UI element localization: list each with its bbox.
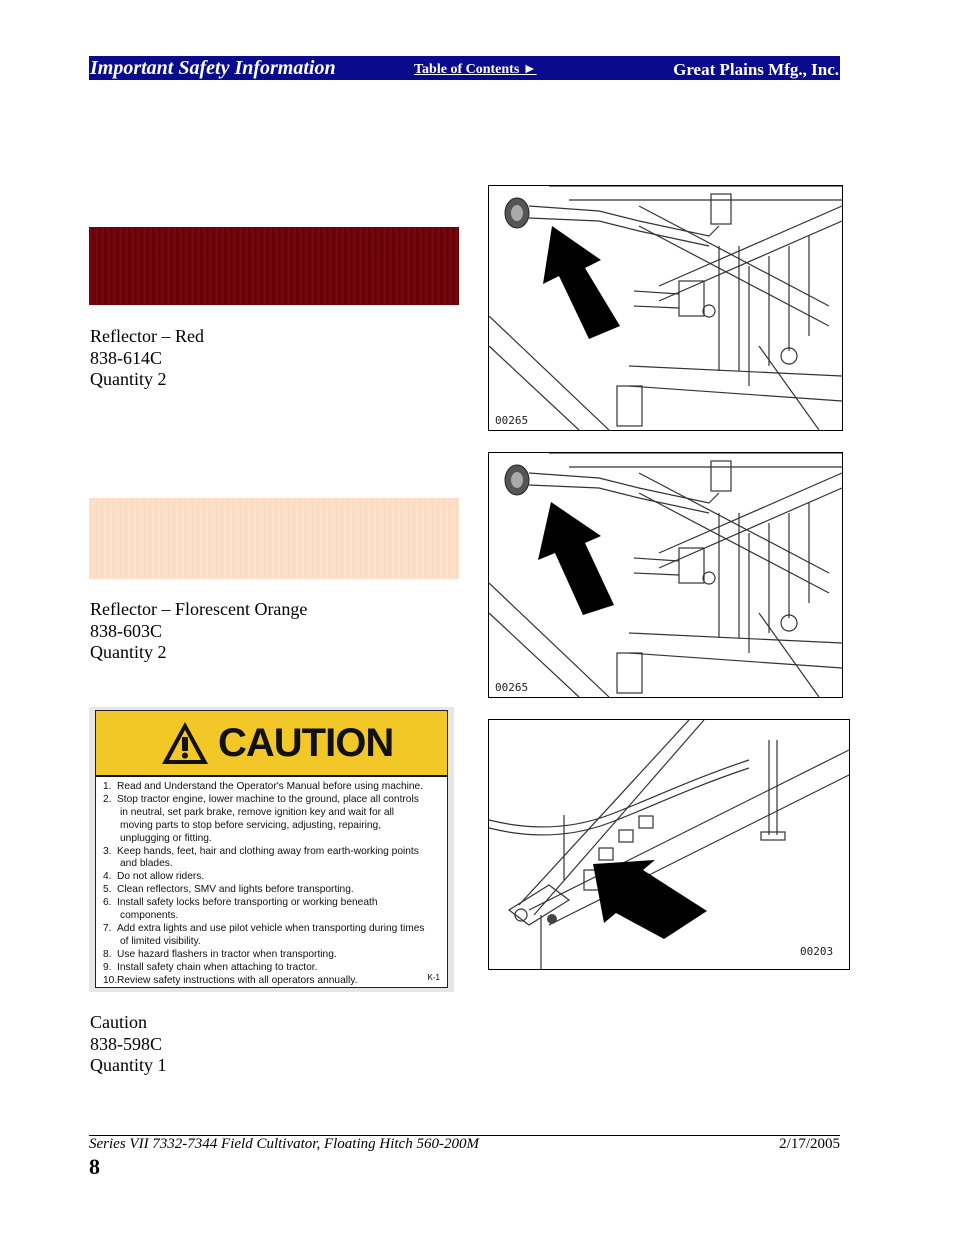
instruction-text: Do not allow riders. — [117, 871, 205, 883]
warning-triangle-icon — [162, 722, 208, 764]
caution-caption: Caution 838-598C Quantity 1 — [90, 1012, 167, 1077]
instruction-number: 3. — [103, 845, 112, 857]
decal-name: Caution — [90, 1012, 147, 1032]
caution-decal-location-figure: 00203 — [488, 719, 850, 970]
caution-instruction-line: 2. Stop tractor engine, lower machine to … — [103, 794, 425, 807]
decal-code: K-1 — [427, 973, 440, 982]
caution-decal-image: CAUTION 1. Read and Understand the Operat… — [89, 707, 454, 992]
instruction-number: 4. — [103, 871, 112, 883]
decal-part-number: 838-603C — [90, 620, 162, 641]
caution-instruction-line: moving parts to stop before servicing, a… — [103, 820, 425, 833]
decal-part-number: 838-614C — [90, 347, 162, 368]
caution-instruction-line: 9. Install safety chain when attaching to… — [103, 962, 425, 975]
instruction-text: Install safety locks before transporting… — [117, 897, 378, 909]
red-reflector-caption: Reflector – Red 838-614C Quantity 2 — [90, 326, 204, 391]
instruction-text: Clean reflectors, SMV and lights before … — [117, 884, 354, 896]
instruction-text: moving parts to stop before servicing, a… — [120, 819, 382, 831]
instruction-number: 7. — [103, 922, 112, 934]
instruction-text: Keep hands, feet, hair and clothing away… — [117, 845, 419, 857]
page-number: 8 — [89, 1154, 100, 1179]
decal-quantity: Quantity 2 — [90, 369, 167, 389]
footer-date: 2/17/2005 — [779, 1136, 840, 1152]
instruction-number: 9. — [103, 961, 112, 973]
caution-instruction-line: of limited visibility. — [103, 936, 425, 949]
instruction-text: in neutral, set park brake, remove ignit… — [120, 806, 395, 818]
decal-quantity: Quantity 2 — [90, 642, 167, 662]
footer-rule — [89, 1135, 840, 1136]
decal-name: Reflector – Red — [90, 326, 204, 346]
caution-instruction-line: 3. Keep hands, feet, hair and clothing aw… — [103, 846, 425, 859]
hitch-line-drawing — [489, 720, 849, 969]
decal-part-number: 838-598C — [90, 1033, 162, 1054]
caution-instruction-line: and blades. — [103, 858, 425, 871]
caution-decal-header: CAUTION — [96, 711, 447, 777]
instruction-number: 8. — [103, 948, 112, 960]
caution-instruction-line: 7. Add extra lights and use pilot vehicle… — [103, 923, 425, 936]
table-of-contents-link[interactable]: Table of Contents ► — [414, 62, 537, 77]
instruction-text: Use hazard flashers in tractor when tran… — [117, 948, 337, 960]
instruction-number: 2. — [103, 793, 112, 805]
orange-reflector-caption: Reflector – Florescent Orange 838-603C Q… — [90, 599, 307, 664]
instruction-number: 10. — [103, 974, 118, 986]
decal-name: Reflector – Florescent Orange — [90, 599, 308, 619]
machine-line-drawing — [489, 453, 842, 697]
instruction-text: Stop tractor engine, lower machine to th… — [117, 793, 419, 805]
instruction-text: Read and Understand the Operator's Manua… — [117, 781, 424, 792]
caution-decal: CAUTION 1. Read and Understand the Operat… — [95, 710, 448, 988]
orange-reflector-location-figure: 00265 — [488, 452, 843, 698]
header-bar — [89, 56, 840, 80]
instruction-number: 5. — [103, 884, 112, 896]
caution-instruction-line: 1. Read and Understand the Operator's Man… — [103, 781, 425, 794]
figure-code: 00203 — [800, 945, 834, 958]
red-reflector-location-figure: 00265 — [488, 185, 843, 431]
instruction-text: Review safety instructions with all oper… — [117, 974, 358, 986]
instruction-number: 1. — [103, 781, 112, 792]
orange-reflector-swatch — [89, 498, 459, 579]
instruction-text: Add extra lights and use pilot vehicle w… — [117, 922, 425, 934]
instruction-number: 6. — [103, 897, 112, 909]
footer-series: Series VII 7332-7344 Field Cultivator, F… — [89, 1136, 479, 1152]
caution-instruction-line: 8. Use hazard flashers in tractor when tr… — [103, 949, 425, 962]
caution-instruction-line: 4. Do not allow riders. — [103, 871, 425, 884]
section-title: Important Safety Information — [90, 57, 336, 79]
red-reflector-swatch — [89, 227, 459, 305]
caution-instruction-line: 6. Install safety locks before transporti… — [103, 897, 425, 910]
caution-instruction-line: 5. Clean reflectors, SMV and lights befor… — [103, 884, 425, 897]
caution-instruction-line: components. — [103, 910, 425, 923]
caution-word: CAUTION — [218, 721, 394, 765]
caution-instruction-line: in neutral, set park brake, remove ignit… — [103, 807, 425, 820]
instruction-text: Install safety chain when attaching to t… — [117, 961, 318, 973]
machine-line-drawing — [489, 186, 842, 430]
figure-code: 00265 — [495, 681, 529, 694]
decal-quantity: Quantity 1 — [90, 1055, 167, 1075]
instruction-text: unplugging or fitting. — [120, 832, 212, 844]
instruction-text: and blades. — [120, 858, 173, 870]
caution-instructions-list: 1. Read and Understand the Operator's Man… — [103, 781, 425, 988]
caution-instruction-line: 10.Review safety instructions with all o… — [103, 975, 425, 988]
figure-code: 00265 — [495, 414, 529, 427]
caution-instruction-line: unplugging or fitting. — [103, 833, 425, 846]
company-name: Great Plains Mfg., Inc. — [673, 60, 839, 79]
instruction-text: of limited visibility. — [120, 935, 201, 947]
instruction-text: components. — [120, 910, 179, 922]
